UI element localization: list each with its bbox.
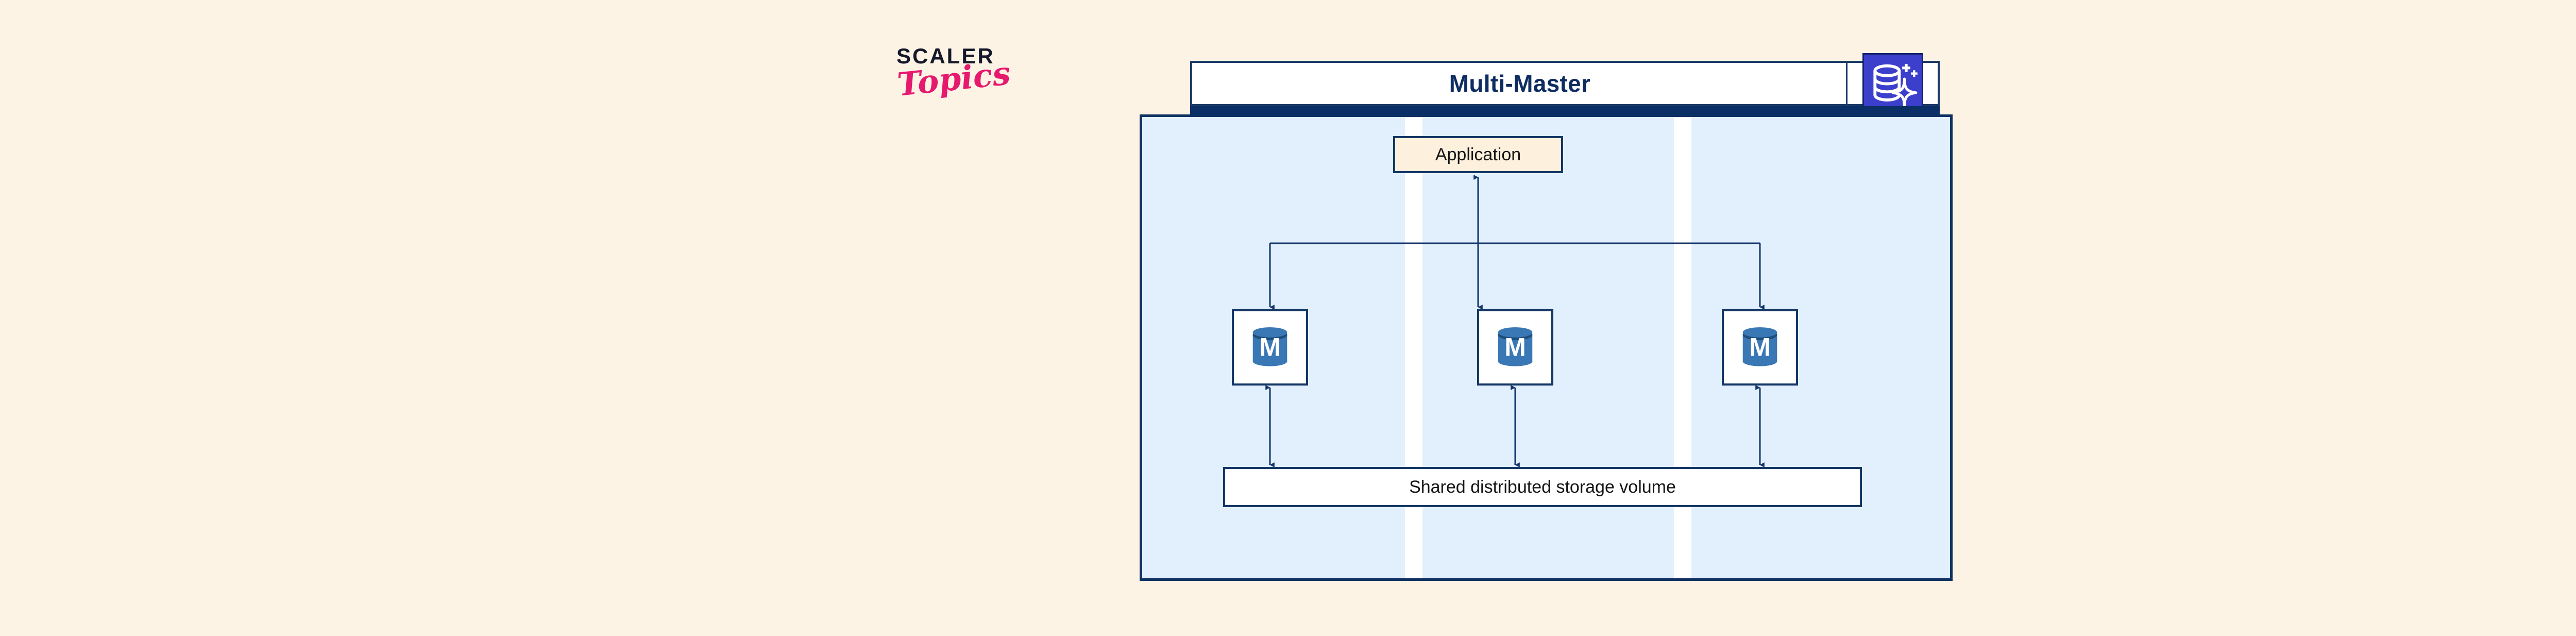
database-cylinder-icon: M	[1498, 327, 1533, 366]
svg-text:M: M	[1504, 333, 1526, 362]
shared-storage-label: Shared distributed storage volume	[1409, 477, 1676, 497]
logo-scaler-text: SCALER	[896, 44, 995, 68]
page-title: Multi-Master	[1449, 70, 1591, 97]
database-cylinder-icon: M	[1742, 327, 1777, 366]
database-cylinder-icon: M	[1252, 327, 1287, 366]
header-icon-cell	[1848, 53, 1938, 114]
application-label: Application	[1435, 144, 1521, 164]
svg-text:M: M	[1259, 333, 1281, 362]
application-box: Application	[1393, 136, 1563, 173]
scaler-topics-logo: SCALER Topics	[895, 44, 1051, 128]
database-sparkle-icon	[1862, 53, 1923, 114]
master-node-1: M	[1232, 309, 1308, 386]
diagram-header: Multi-Master	[1190, 53, 1940, 115]
multi-master-diagram: horizontal bus --> storage --> storage -…	[1140, 53, 1959, 584]
connector-lines: horizontal bus --> storage --> storage -…	[1265, 175, 1765, 467]
header-divider	[1846, 63, 1848, 104]
master-node-3: M	[1722, 309, 1798, 386]
svg-text:M: M	[1749, 333, 1771, 362]
shared-storage-box: Shared distributed storage volume	[1223, 467, 1862, 507]
master-node-2: M	[1477, 309, 1553, 386]
